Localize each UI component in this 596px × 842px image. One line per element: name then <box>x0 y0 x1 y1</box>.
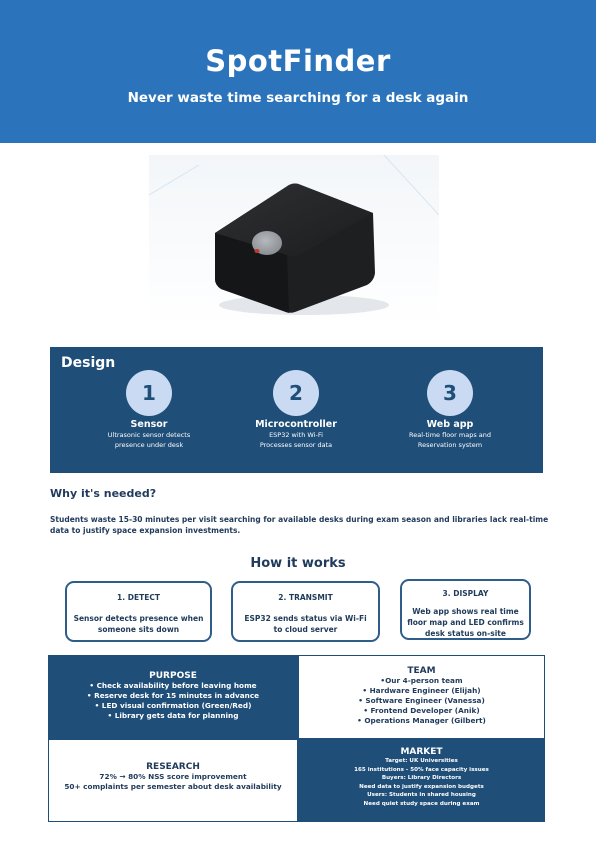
research-item: 50+ complaints per semester about desk a… <box>64 782 282 791</box>
team-panel: TEAM •Our 4-person team • Hardware Engin… <box>298 655 545 739</box>
design-heading: Design <box>61 355 116 371</box>
product-photo <box>149 155 439 328</box>
research-title: RESEARCH <box>146 762 200 772</box>
how-box-title: 2. TRANSMIT <box>278 593 333 602</box>
purpose-item: • Check availability before leaving home <box>89 681 257 690</box>
team-item: • Software Engineer (Vanessa) <box>358 696 485 705</box>
step-name: Web app <box>426 419 474 430</box>
page-title: SpotFinder <box>205 44 391 78</box>
step-description-line: ESP32 with Wi-Fi <box>269 431 323 439</box>
market-item: Buyers: Library Directors <box>381 775 462 781</box>
how-box-description: Web app shows real time floor map and LE… <box>407 607 524 638</box>
purpose-item: • LED visual confirmation (Green/Red) <box>94 701 252 710</box>
step-description-line: Real-time floor maps and <box>408 431 492 439</box>
design-step-web-app: 3 Web app Real-time floor maps and Reser… <box>375 370 525 450</box>
market-item: Target: UK Universities <box>385 758 458 764</box>
market-panel: MARKET Target: UK Universities 165 insti… <box>298 739 545 822</box>
design-section: Design 1 Sensor Ultrasonic sensor detect… <box>50 347 543 473</box>
page-subtitle: Never waste time searching for a desk ag… <box>127 90 469 106</box>
how-box-title: 1. DETECT <box>117 593 160 602</box>
design-step-microcontroller: 2 Microcontroller ESP32 with Wi-Fi Proce… <box>221 370 371 450</box>
team-item: • Hardware Engineer (Elijah) <box>362 686 481 695</box>
how-box-detect: 1. DETECT Sensor detects presence when s… <box>65 581 212 642</box>
purpose-title: PURPOSE <box>149 671 197 681</box>
step-description-line: presence under desk <box>114 441 184 449</box>
how-box-description: Sensor detects presence when someone sit… <box>73 614 204 634</box>
purpose-item: • Library gets data for planning <box>107 711 239 720</box>
research-panel: RESEARCH 72% → 80% NSS score improvement… <box>48 739 298 822</box>
team-item: •Our 4-person team <box>380 676 463 685</box>
how-heading: How it works <box>250 556 346 571</box>
market-item: Need quiet study space during exam <box>363 800 480 807</box>
market-item: 165 institutions - 50% face capacity iss… <box>354 766 489 773</box>
how-box-title: 3. DISPLAY <box>442 589 489 598</box>
design-step-sensor: 1 Sensor Ultrasonic sensor detects prese… <box>74 370 224 450</box>
market-item: Users: Students in shared housing <box>367 792 476 798</box>
step-description-line: Ultrasonic sensor detects <box>107 431 191 439</box>
step-name: Microcontroller <box>255 419 337 430</box>
research-item: 72% → 80% NSS score improvement <box>99 772 247 781</box>
how-box-transmit: 2. TRANSMIT ESP32 sends status via Wi-Fi… <box>231 581 380 642</box>
step-description-line: Reservation system <box>417 441 483 449</box>
why-text: Students waste 15-30 minutes per visit s… <box>50 515 549 535</box>
step-description-line: Processes sensor data <box>259 441 333 449</box>
why-heading: Why it's needed? <box>50 487 157 500</box>
purpose-panel: PURPOSE • Check availability before leav… <box>48 655 298 739</box>
step-number-badge: 2 <box>273 370 319 416</box>
market-item: Need data to justify expansion budgets <box>359 783 484 790</box>
purpose-item: • Reserve desk for 15 minutes in advance <box>86 691 260 700</box>
step-number-badge: 1 <box>126 370 172 416</box>
step-number-badge: 3 <box>427 370 473 416</box>
how-box-description: ESP32 sends status via Wi-Fi to cloud se… <box>244 614 367 634</box>
team-item: • Frontend Developer (Anik) <box>363 706 480 715</box>
team-item: • Operations Manager (Gilbert) <box>357 716 486 725</box>
how-box-display: 3. DISPLAY Web app shows real time floor… <box>400 579 531 640</box>
header-banner: SpotFinder Never waste time searching fo… <box>0 0 596 143</box>
market-title: MARKET <box>400 747 443 757</box>
step-name: Sensor <box>130 419 168 430</box>
team-title: TEAM <box>407 666 436 676</box>
